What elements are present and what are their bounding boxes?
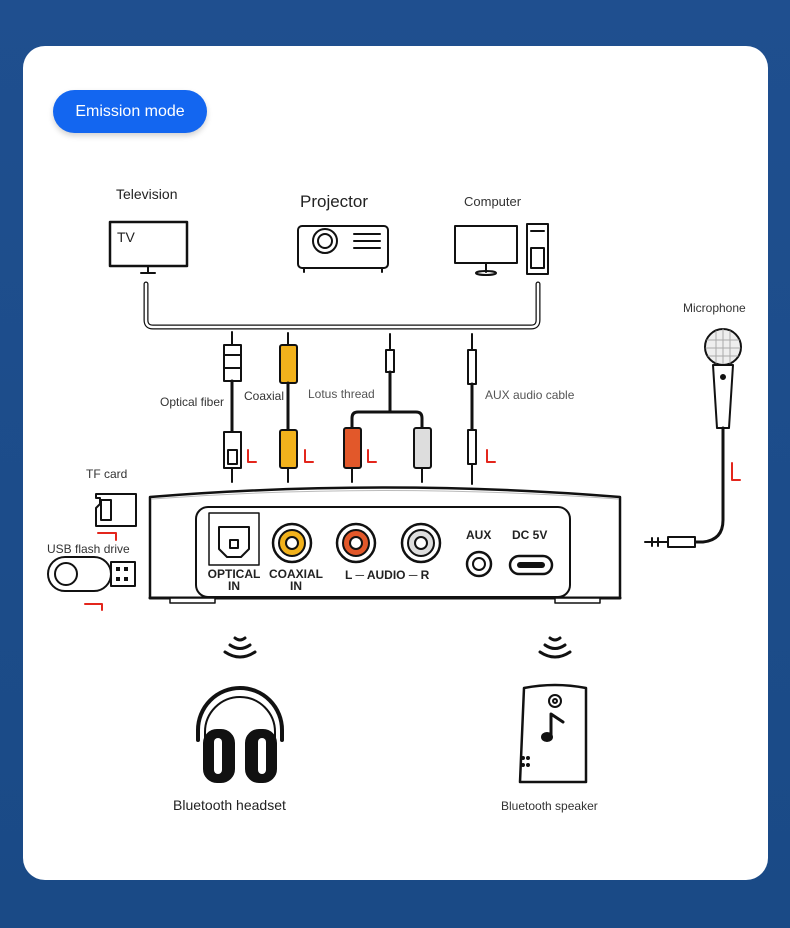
arrow-icon <box>97 532 117 541</box>
optical-fiber-label: Optical fiber <box>160 395 225 409</box>
usb-flash-drive-icon <box>47 556 136 592</box>
aux-audio-cable <box>467 333 477 485</box>
dc-port-icon <box>508 554 554 576</box>
coaxial-label-line2: IN <box>290 579 302 593</box>
bluetooth-headset-icon <box>196 686 284 783</box>
arrow-icon <box>486 449 496 463</box>
coaxial-port-icon <box>271 522 313 564</box>
audio-port-label: L ─ AUDIO ─ R <box>345 568 430 582</box>
aux-audio-cable-label: AUX audio cable <box>485 388 575 402</box>
usb-flash-drive-label: USB flash drive <box>47 542 130 556</box>
tf-card-icon <box>95 493 137 527</box>
computer-label: Computer <box>464 194 522 209</box>
arrow-icon <box>304 449 314 463</box>
computer-icon <box>454 223 549 276</box>
wireless-signal-icon <box>538 636 572 659</box>
content-card <box>23 46 768 880</box>
coaxial-label-line1: COAXIAL <box>269 567 323 581</box>
optical-in-label: OPTICAL IN <box>207 568 261 592</box>
audio-right-port-icon <box>400 522 442 564</box>
source-bus-cable <box>143 281 541 330</box>
optical-label-line2: IN <box>228 579 240 593</box>
microphone-icon <box>644 328 742 548</box>
projector-label: Projector <box>300 192 369 211</box>
insert-arrows <box>84 449 741 611</box>
arrow-icon <box>247 449 257 463</box>
bluetooth-speaker-icon <box>518 683 588 784</box>
television-label: Television <box>116 186 178 202</box>
bluetooth-headset-label: Bluetooth headset <box>173 797 286 813</box>
optical-fiber-cable <box>223 331 242 483</box>
coaxial-cable <box>279 332 298 483</box>
projector-icon <box>297 225 389 273</box>
emission-mode-badge[interactable]: Emission mode <box>53 90 207 133</box>
tf-card-label: TF card <box>86 467 128 481</box>
arrow-icon <box>367 449 377 463</box>
microphone-label: Microphone <box>683 301 746 315</box>
arrow-icon <box>731 462 741 481</box>
aux-port-icon <box>465 550 493 578</box>
lotus-thread-cable <box>343 333 432 483</box>
coaxial-label: Coaxial <box>244 389 285 403</box>
wireless-signal-icon <box>223 636 257 659</box>
optical-port-icon <box>208 512 260 566</box>
bluetooth-speaker-label: Bluetooth speaker <box>501 799 598 813</box>
arrow-icon <box>84 603 103 611</box>
aux-port-label: AUX <box>466 528 492 542</box>
television-icon <box>108 220 189 274</box>
lotus-thread-label: Lotus thread <box>308 387 375 401</box>
coaxial-in-label: COAXIAL IN <box>266 568 326 592</box>
optical-label-line1: OPTICAL <box>207 567 261 581</box>
tv-screen-text: TV <box>117 229 135 245</box>
dc-port-label: DC 5V <box>512 528 548 542</box>
audio-left-port-icon <box>335 522 377 564</box>
